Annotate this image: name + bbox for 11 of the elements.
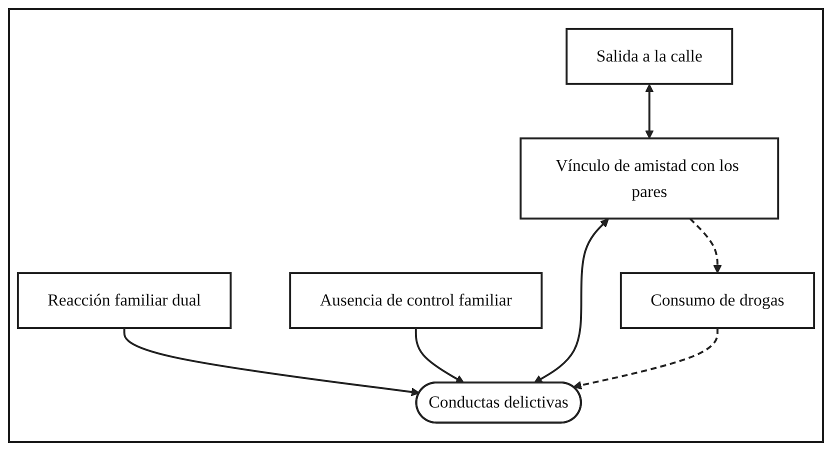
- node-box: Reacción familiar dual: [16, 272, 232, 329]
- node-box: Salida a la calle: [566, 28, 734, 85]
- node-box: Vínculo de amistad con los pares: [520, 137, 780, 220]
- arrow: [645, 84, 654, 138]
- arrow: [689, 218, 722, 274]
- arrow: [123, 328, 420, 396]
- node-box: Ausencia de control familiar: [289, 272, 543, 329]
- arrow: [534, 218, 609, 384]
- arrow: [414, 328, 464, 384]
- node-box: Consumo de drogas: [620, 272, 816, 329]
- arrow: [573, 328, 718, 390]
